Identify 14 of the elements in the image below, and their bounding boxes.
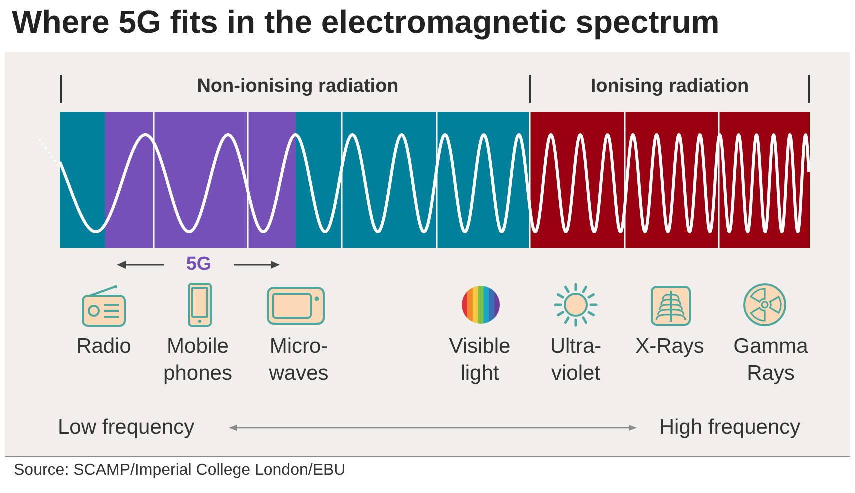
axis-label: Low frequency — [58, 415, 195, 441]
axis-label: High frequency — [659, 415, 801, 441]
item-caption: Micro- waves — [269, 334, 329, 388]
section-heading: Non-ionising radiation — [197, 75, 399, 99]
item-caption: X-Rays — [636, 334, 704, 360]
source-note: Source: SCAMP/Imperial College London/EBU — [14, 461, 346, 481]
band-label: 5G — [186, 253, 212, 277]
item-caption: Visible light — [449, 334, 511, 388]
section-heading: Ionising radiation — [590, 75, 750, 99]
item-caption: Radio — [76, 334, 132, 360]
item-caption: Gamma Rays — [734, 334, 808, 388]
item-caption: Ultra- violet — [550, 334, 602, 388]
chart-title: Where 5G fits in the electromagnetic spectrum — [12, 3, 720, 42]
item-caption: Mobile phones — [164, 334, 232, 388]
